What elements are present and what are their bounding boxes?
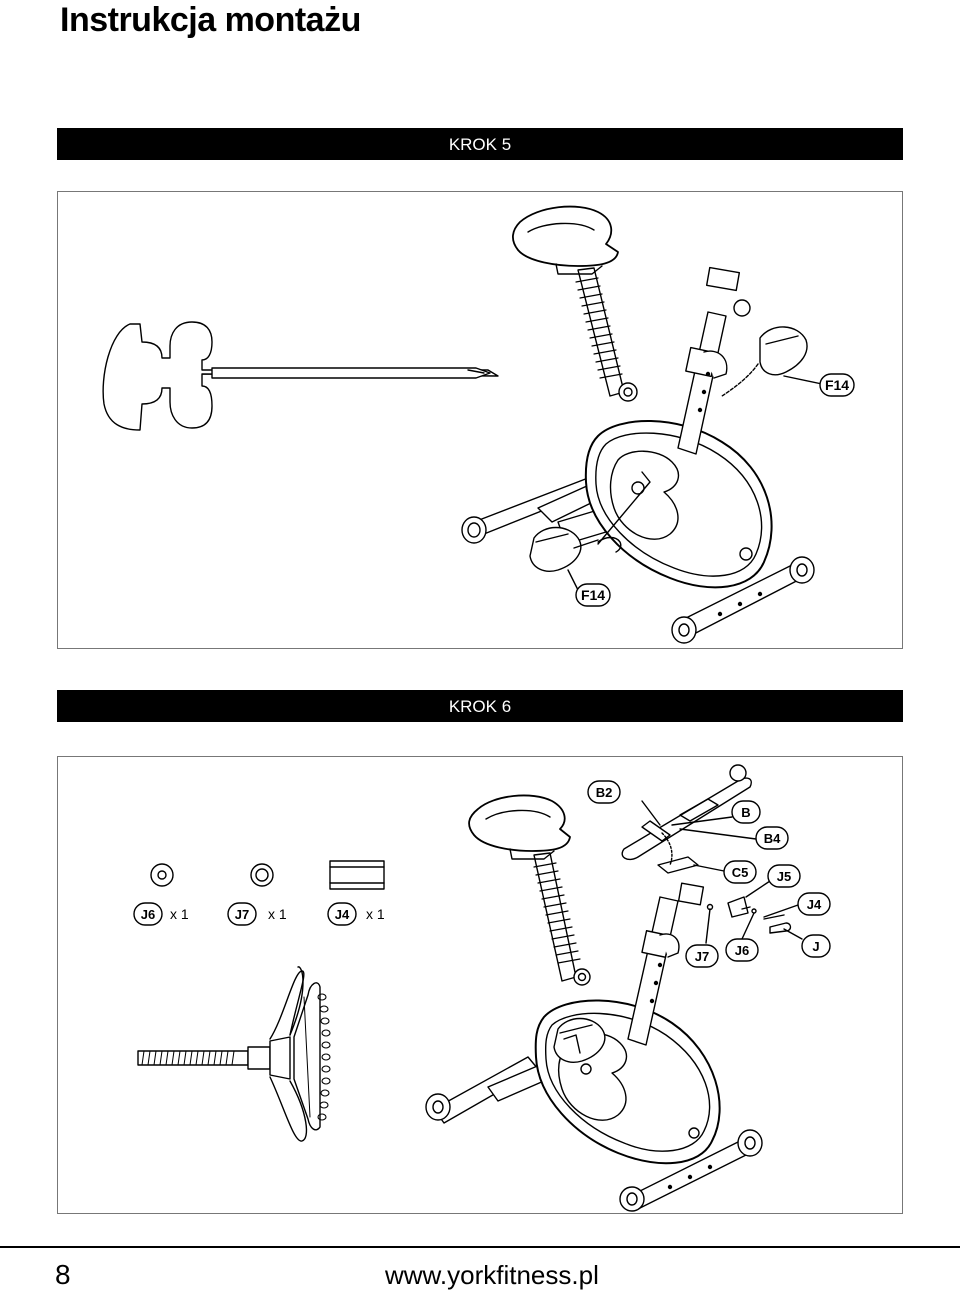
callout-b2-label: B2	[596, 785, 613, 800]
exercise-bike-with-console-icon	[425, 764, 792, 1212]
page-footer: 8 www.yorkfitness.pl	[0, 1246, 960, 1290]
callout-b4-label: B4	[764, 831, 781, 846]
callout-c5: C5	[693, 860, 757, 884]
tension-knob-bolt-icon	[137, 966, 331, 1142]
step-5-header: KROK 5	[57, 128, 903, 160]
step-6-panel: J6 x 1 J7 x 1 J4 x 1	[57, 756, 903, 1214]
step-5-illustration: F14 F14	[102, 205, 855, 644]
callout-f14-right-label: F14	[825, 377, 849, 393]
part-j4-code: J4	[335, 907, 350, 922]
callout-b2: B2	[587, 780, 661, 826]
callout-j-label: J	[812, 939, 819, 954]
callout-c5-label: C5	[732, 865, 749, 880]
callout-b-label: B	[741, 805, 750, 820]
callout-j7-label: J7	[695, 949, 709, 964]
callout-j5-label: J5	[777, 869, 791, 884]
callout-j6-label: J6	[735, 943, 749, 958]
callout-j: J	[783, 928, 831, 958]
callout-j5: J5	[745, 864, 801, 898]
part-j7: J7 x 1	[227, 863, 287, 926]
step-6-label: KROK 6	[448, 697, 512, 716]
callout-j7: J7	[685, 908, 719, 968]
callout-f14-left: F14	[567, 569, 611, 607]
callout-b: B	[671, 800, 761, 826]
part-j6-qty: x 1	[170, 906, 189, 922]
step-6-illustration: J6 x 1 J7 x 1 J4 x 1	[133, 764, 831, 1212]
callout-j4: J4	[763, 892, 831, 918]
callout-f14-right: F14	[783, 373, 855, 397]
callout-j6: J6	[725, 912, 759, 962]
part-j6-code: J6	[141, 907, 155, 922]
callout-f14-left-label: F14	[581, 587, 605, 603]
page-title: Instrukcja montażu	[60, 1, 361, 39]
part-j4: J4 x 1	[327, 860, 385, 926]
callout-j4-label: J4	[807, 897, 822, 912]
pedal-wrench-icon	[102, 321, 499, 431]
step-5-panel: F14 F14	[57, 191, 903, 649]
website-link[interactable]: www.yorkfitness.pl	[385, 1260, 599, 1290]
part-j4-qty: x 1	[366, 906, 385, 922]
step-5-label: KROK 5	[448, 135, 512, 154]
callout-b4: B4	[679, 826, 789, 850]
part-j7-qty: x 1	[268, 906, 287, 922]
step-6-header: KROK 6	[57, 690, 903, 722]
part-j6: J6 x 1	[133, 863, 189, 926]
exercise-bike-icon	[461, 205, 815, 644]
page-number: 8	[55, 1259, 71, 1290]
part-j7-code: J7	[235, 907, 249, 922]
